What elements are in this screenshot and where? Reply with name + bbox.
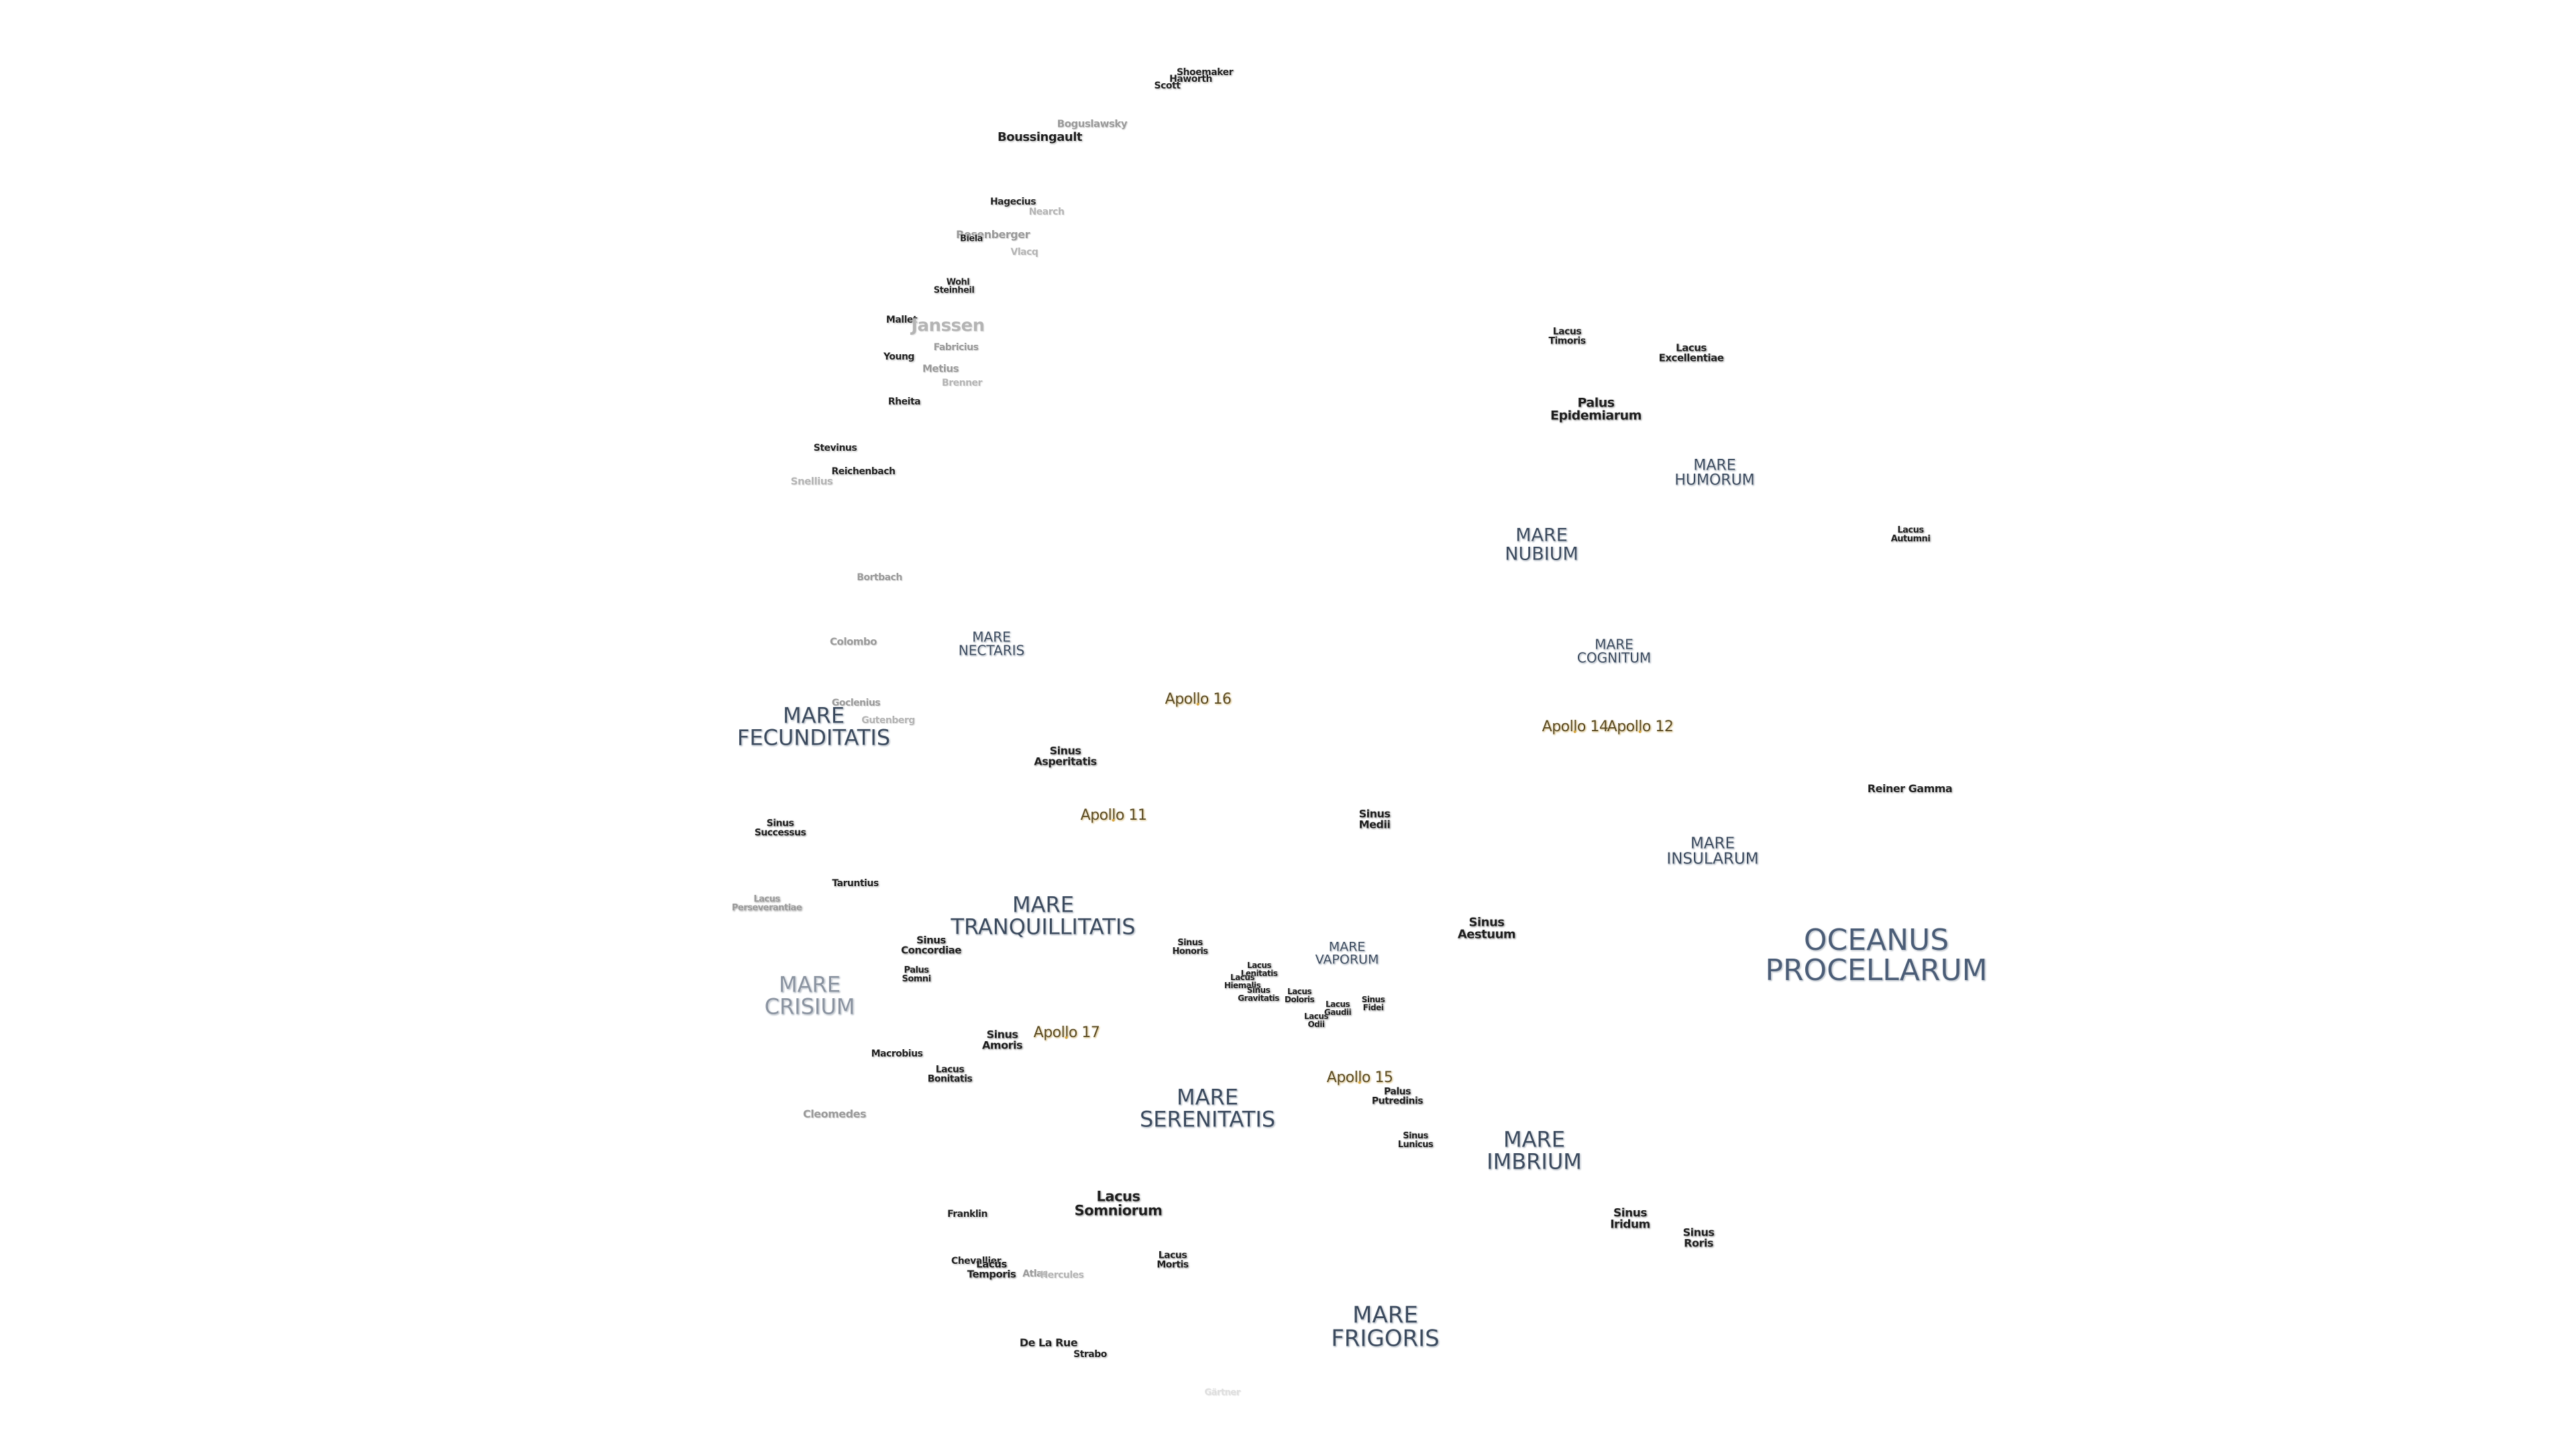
label-rheita: Rheita [888, 396, 921, 407]
label-sinus-roris: Sinus Roris [1682, 1226, 1715, 1250]
label-franklin: Franklin [947, 1208, 987, 1220]
label-brenner: Brenner [942, 377, 982, 388]
label-mare-imbrium: MARE IMBRIUM [1487, 1126, 1582, 1174]
label-wohl: Wohl [946, 277, 970, 288]
label-boussingault: Boussingault [998, 129, 1082, 144]
label-biela: Biela [960, 233, 983, 244]
label-haworth: Haworth [1169, 73, 1212, 85]
label-reiner-gamma: Reiner Gamma [1867, 782, 1953, 795]
label-nearch: Nearch [1028, 206, 1065, 217]
label-palus-epidemiarum: Palus Epidemiarum [1550, 395, 1642, 423]
label-apollo-17: Apollo 17 [1033, 1024, 1100, 1041]
label-lacus-doloris: Lacus Doloris [1284, 986, 1315, 1004]
label-mare-serenitatis: MARE SERENITATIS [1139, 1084, 1276, 1132]
label-apollo-14: Apollo 14 [1542, 718, 1609, 735]
label-sinus-aestuum: Sinus Aestuum [1457, 915, 1516, 942]
label-palus-somni: Palus Somni [902, 965, 931, 984]
label-mare-nubium: MARE NUBIUM [1505, 525, 1578, 564]
label-fabricius: Fabricius [933, 341, 979, 353]
label-gutenberg: Gutenberg [861, 714, 915, 726]
label-lacus-perseverantiae: Lacus Perseverantiae [731, 894, 802, 913]
label-hercules: Hercules [1040, 1269, 1084, 1281]
label-atlas: Atlas [1022, 1268, 1048, 1279]
label-lacus-mortis: Lacus Mortis [1157, 1250, 1189, 1271]
label-lacus-hiemalis: Lacus Hiemalis [1224, 972, 1261, 990]
label-mare-insularum: MARE INSULARUM [1666, 835, 1759, 868]
label-sinus-honoris: Sinus Honoris [1172, 937, 1208, 957]
label-apollo-16: Apollo 16 [1165, 690, 1232, 708]
label-reichenbach: Reichenbach [831, 466, 896, 477]
label-mare-fecunditatis: MARE FECUNDITATIS [737, 702, 891, 750]
label-snellius: Snellius [790, 475, 833, 488]
label-cleomedes: Cleomedes [803, 1107, 866, 1120]
label-mare-nectaris: MARE NECTARIS [958, 629, 1025, 659]
label-borda: Bortbach [857, 572, 902, 583]
label-shoemaker: Shoemaker [1176, 66, 1234, 78]
label-lacus-temporis: Lacus Temporis [967, 1258, 1016, 1281]
label-sinus-fidei: Sinus Fidei [1361, 994, 1385, 1012]
label-sinus-concordiae: Sinus Concordiae [901, 934, 961, 957]
label-bailly: Gärtner [1204, 1387, 1240, 1398]
label-strabo: Strabo [1073, 1348, 1107, 1360]
label-goclenius: Goclenius [831, 697, 881, 708]
label-chevallier: Chevallier [951, 1255, 1002, 1267]
label-palus-putredinis: Palus Putredinis [1371, 1086, 1424, 1107]
label-lacus-gaudii: Lacus Gaudii [1324, 999, 1352, 1017]
label-stevinus: Stevinus [813, 442, 857, 453]
label-scott: Scott [1154, 80, 1181, 91]
label-hagecius: Hagecius [989, 196, 1036, 207]
label-young: Young [883, 351, 914, 362]
label-apollo-11: Apollo 11 [1080, 806, 1147, 824]
label-mallet: Mallet [885, 314, 918, 325]
label-lacus-odii: Lacus Odii [1303, 1011, 1329, 1029]
label-lacus-excellentiae: Lacus Excellentiae [1658, 341, 1724, 364]
label-metius: Metius [922, 362, 959, 375]
label-lacus-somniorum: Lacus Somniorum [1074, 1188, 1163, 1219]
label-janssen: Janssen [911, 315, 985, 336]
label-rosenberger: Rosenberger [956, 227, 1030, 241]
label-boguslawsky: Boguslawsky [1057, 117, 1128, 130]
label-apollo-12: Apollo 12 [1607, 718, 1674, 735]
label-mare-vaporum: MARE VAPORUM [1315, 939, 1379, 967]
label-sinus-medii: Sinus Medii [1358, 807, 1391, 831]
label-sinus-successus: Sinus Successus [754, 818, 806, 839]
label-vlacq: Vlacq [1010, 246, 1038, 258]
label-sinus-lunicus: Sinus Lunicus [1397, 1130, 1434, 1150]
label-taruntius: Taruntius [832, 877, 879, 889]
label-sinus-amoris: Sinus Amoris [982, 1028, 1022, 1052]
label-apollo-15: Apollo 15 [1326, 1069, 1393, 1086]
label-de-la-rue: De La Rue [1019, 1336, 1078, 1349]
label-mare-frigoris: MARE FRIGORIS [1331, 1301, 1440, 1352]
label-colombo: Colombo [830, 635, 877, 648]
label-mare-crisium: MARE CRISIUM [764, 971, 855, 1019]
label-mare-tranquillitatis: MARE TRANQUILLITATIS [951, 892, 1136, 939]
label-mare-cognitum: MARE COGNITUM [1576, 636, 1652, 666]
label-lacus-autumni: Lacus Autumni [1890, 525, 1931, 544]
label-sinus-gravitatis: Sinus Gravitatis [1238, 985, 1279, 1003]
label-lacus-bonitatis: Lacus Bonitatis [927, 1064, 973, 1085]
label-lacus-lenitatis: Lacus Lenitatis [1240, 960, 1278, 978]
label-mare-humorum: MARE HUMORUM [1674, 457, 1755, 489]
label-oceanus-procellarum: OCEANUS PROCELLARUM [1765, 923, 1988, 987]
label-sinus-iridum: Sinus Iridum [1610, 1206, 1650, 1232]
label-lacus-timoris: Lacus Timoris [1548, 326, 1586, 347]
label-steinheil: Steinheil [933, 285, 975, 296]
label-macrobius: Macrobius [871, 1048, 923, 1059]
label-sinus-asperitatis: Sinus Asperitatis [1034, 744, 1097, 768]
